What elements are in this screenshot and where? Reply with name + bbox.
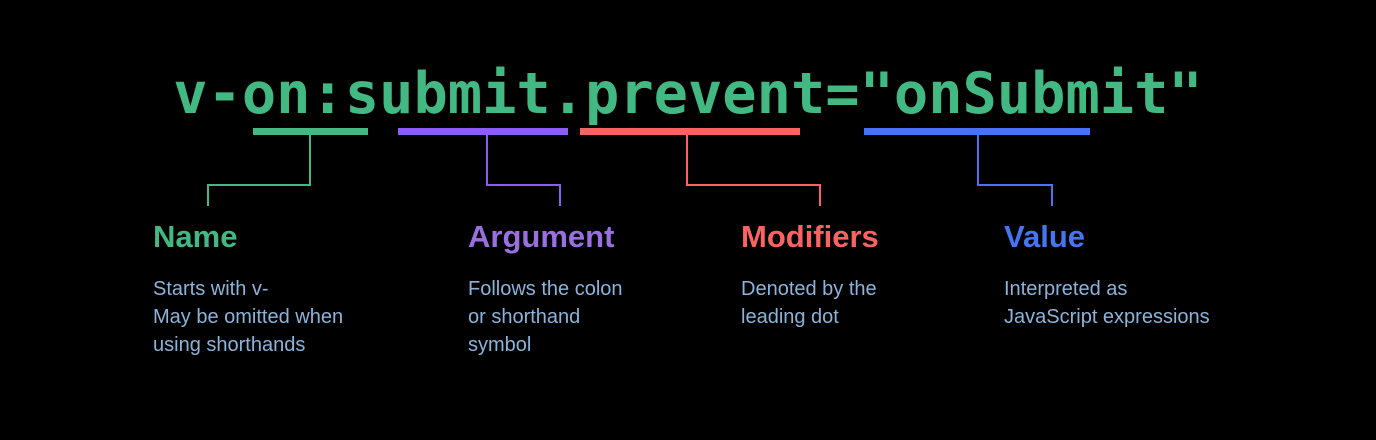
directive-code-line: v-on:submit.prevent="onSubmit"	[173, 61, 1203, 127]
column-argument: Argument Follows the colon or shorthand …	[468, 218, 718, 359]
description-name: Starts with v- May be omitted when using…	[153, 278, 344, 356]
description-argument: Follows the colon or shorthand symbol	[468, 278, 623, 356]
argument-connector	[485, 135, 562, 206]
heading-modifiers: Modifiers	[741, 219, 879, 254]
modifiers-connector	[685, 135, 822, 206]
name-connector	[206, 135, 312, 206]
description-value: Interpreted as JavaScript expressions	[1004, 278, 1210, 328]
column-value: Value Interpreted as JavaScript expressi…	[1004, 218, 1304, 331]
argument-bar	[398, 128, 568, 135]
value-connector	[976, 135, 1054, 206]
description-modifiers: Denoted by the leading dot	[741, 278, 877, 328]
heading-value: Value	[1004, 219, 1085, 254]
name-bar	[253, 128, 368, 135]
column-modifiers: Modifiers Denoted by the leading dot	[741, 218, 991, 331]
heading-argument: Argument	[468, 219, 615, 254]
column-name: Name Starts with v- May be omitted when …	[153, 218, 453, 359]
modifiers-bar	[580, 128, 800, 135]
elbow-connectors	[206, 135, 1054, 206]
underline-bars	[253, 128, 1090, 135]
value-bar	[864, 128, 1090, 135]
heading-name: Name	[153, 219, 238, 254]
